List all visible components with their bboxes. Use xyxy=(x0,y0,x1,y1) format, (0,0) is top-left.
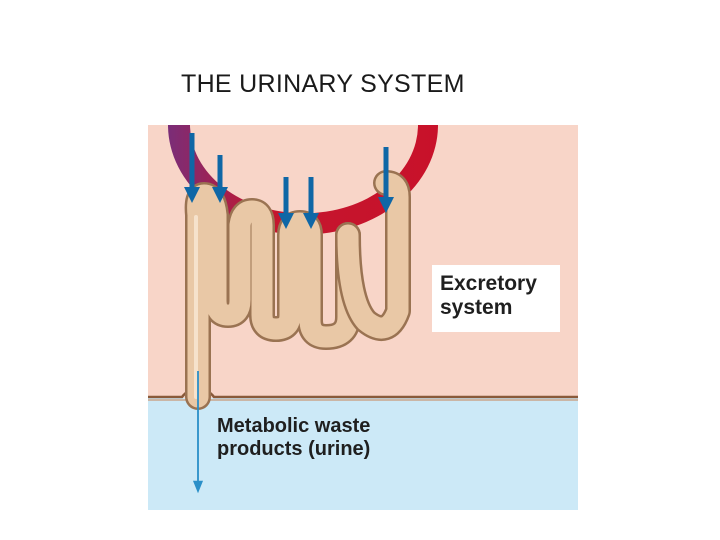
excretory-label-line2: system xyxy=(440,296,513,319)
environment-water xyxy=(148,398,578,510)
slide-title: THE URINARY SYSTEM xyxy=(181,70,465,98)
excretory-diagram xyxy=(148,125,578,510)
excretory-label-line1: Excretory xyxy=(440,272,537,295)
waste-label-line2: products (urine) xyxy=(217,438,371,460)
waste-label-line1: Metabolic waste xyxy=(217,415,371,437)
filtration-arrows xyxy=(183,133,395,230)
metabolic-waste-label: Metabolic waste products (urine) xyxy=(217,415,370,461)
excretory-system-label: Excretory system xyxy=(432,265,560,332)
tubule xyxy=(184,182,361,410)
tubule-right-loop xyxy=(335,170,411,341)
diagram-canvas xyxy=(148,125,578,510)
